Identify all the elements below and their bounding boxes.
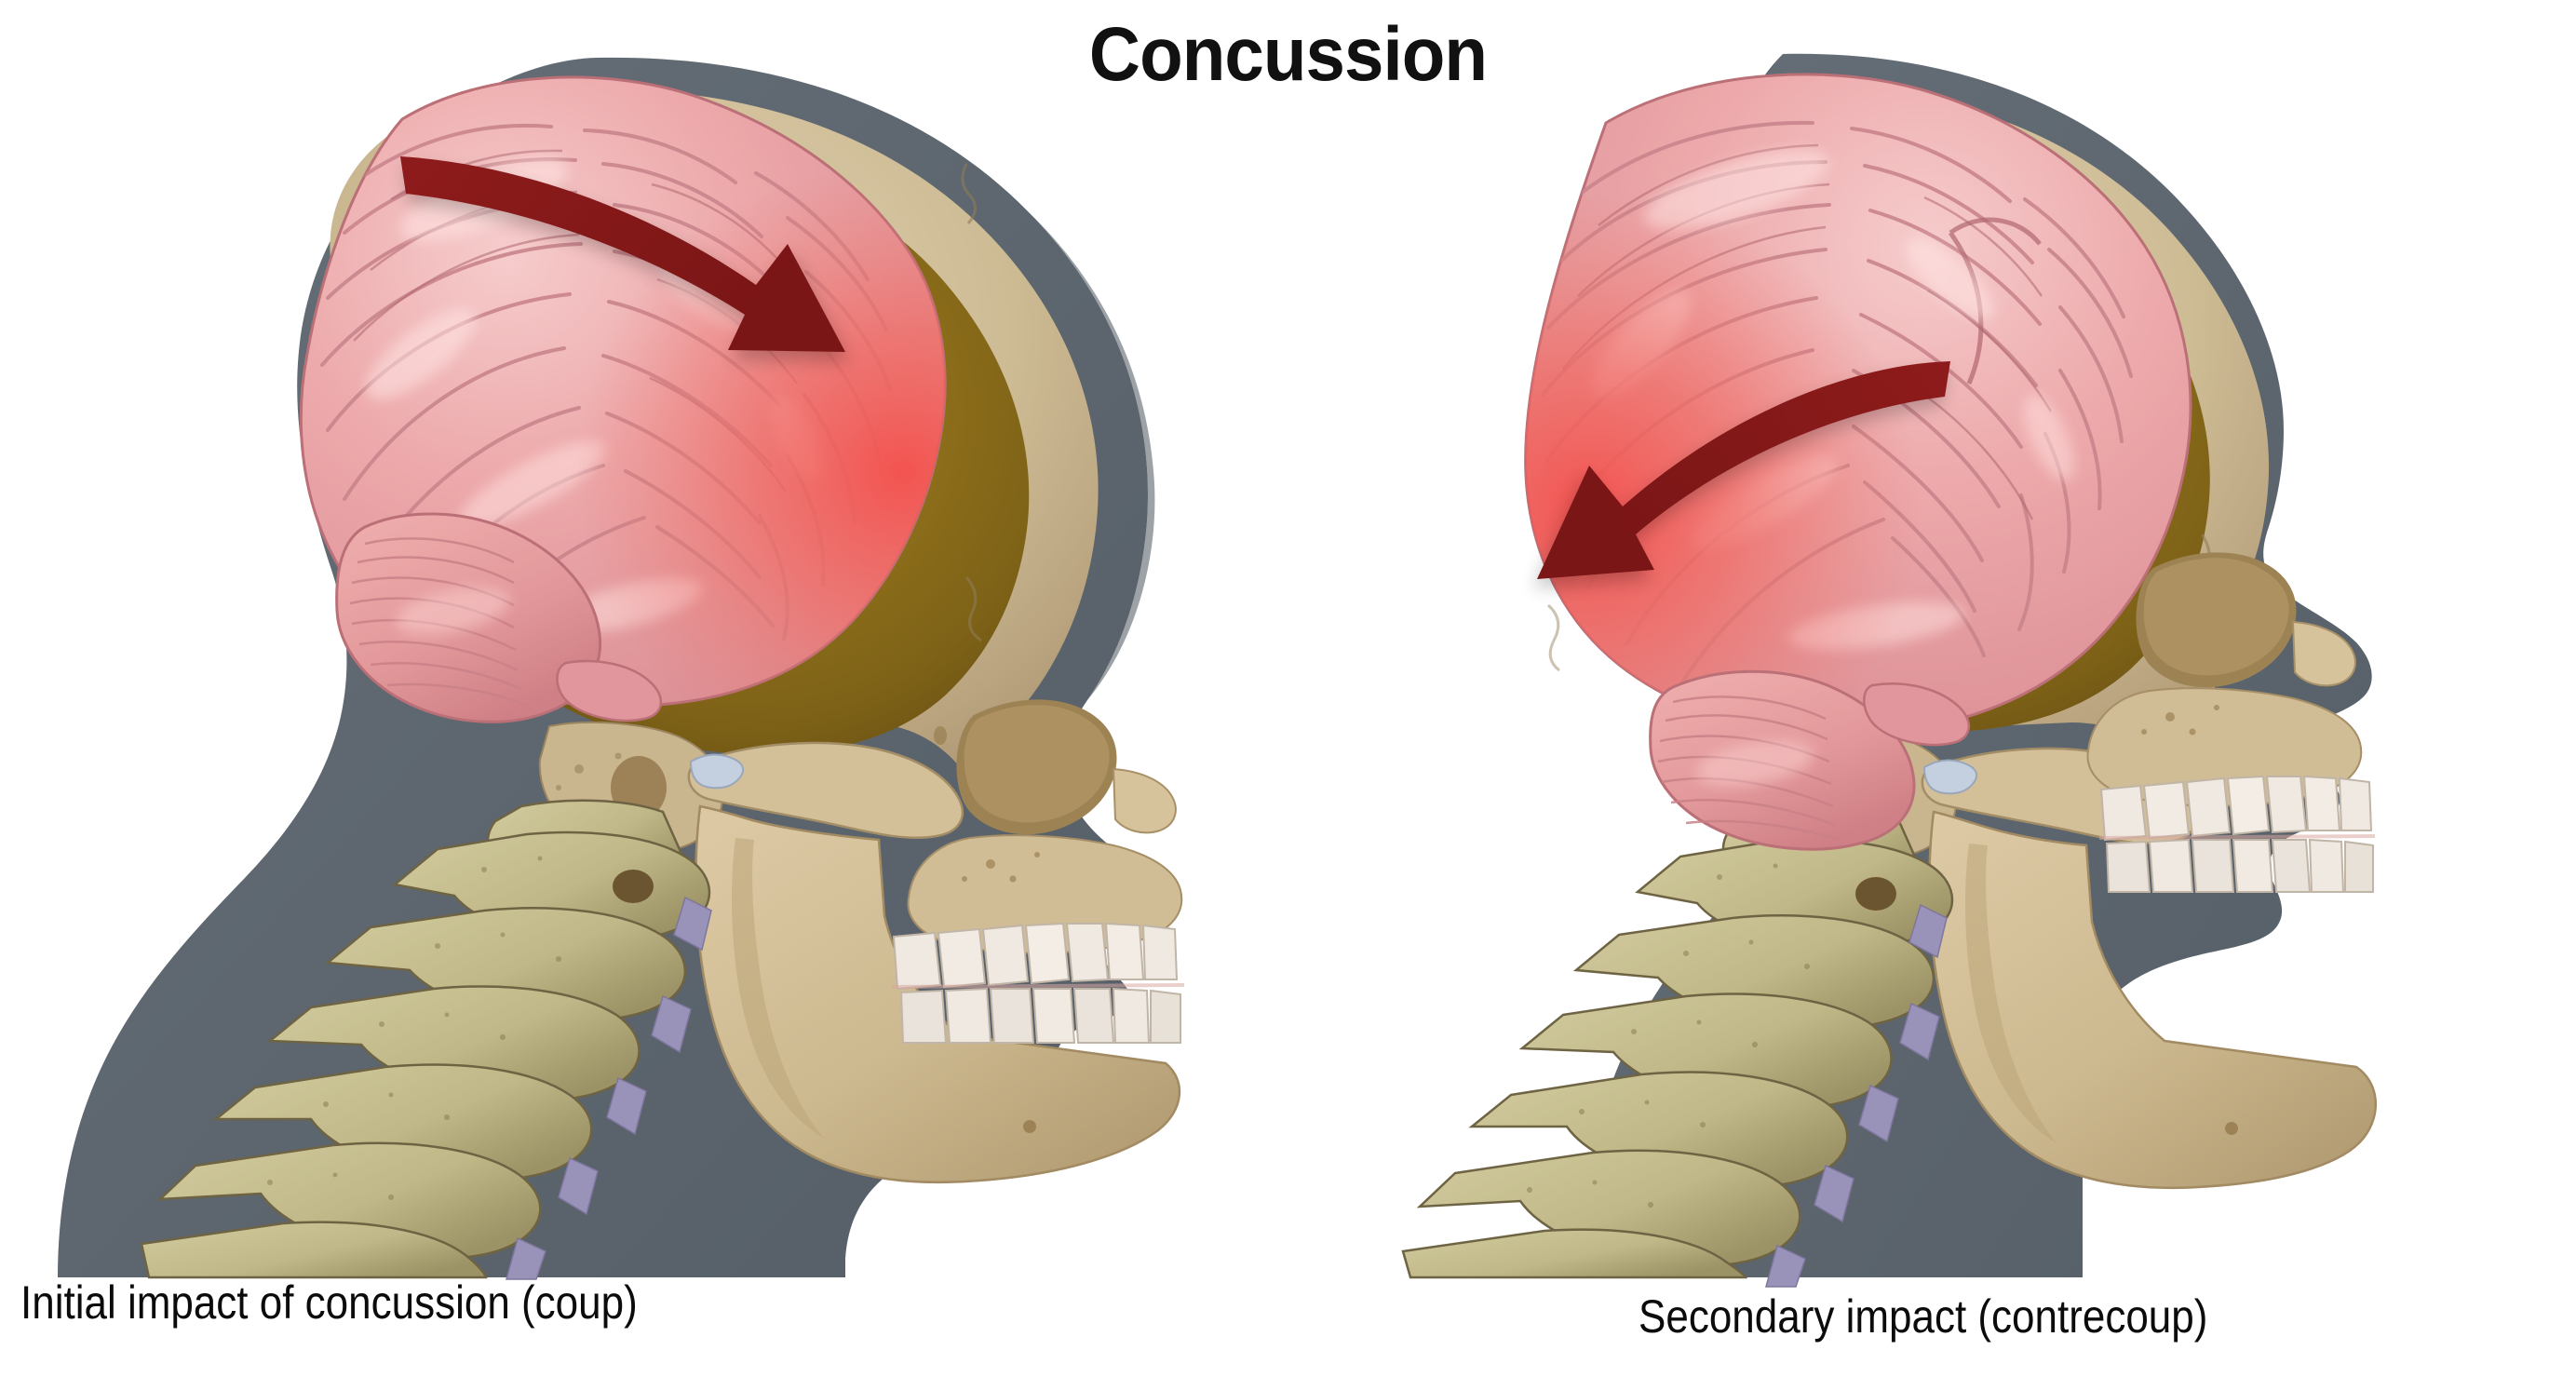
- lower-teeth: [899, 987, 1181, 1044]
- intervertebral-discs: [1765, 903, 1948, 1288]
- nasal-bone: [1112, 767, 1177, 834]
- transverse-foramen-c2: [1855, 877, 1896, 911]
- cerebellum-highlight: [396, 587, 509, 635]
- upper-teeth: [2099, 775, 2373, 842]
- caption-contrecoup: Secondary impact (contrecoup): [1639, 1290, 2208, 1343]
- tmj-disc: [1922, 759, 1978, 795]
- skull-foramina: [934, 726, 1040, 883]
- vertebra-c7: [140, 1221, 488, 1279]
- intervertebral-discs: [506, 896, 712, 1280]
- mandible-ramus-shadow: [1965, 844, 2057, 1143]
- vertebrae-texture: [267, 856, 561, 1200]
- mandible-body: [1928, 810, 2377, 1190]
- nasal-bone: [2291, 620, 2356, 687]
- brain: [299, 75, 947, 723]
- vertebra-c7: [1401, 1228, 1748, 1279]
- cervical-vertebrae: [1401, 806, 1954, 1288]
- upper-teeth: [892, 922, 1179, 991]
- caption-coup: Initial impact of concussion (coup): [20, 1276, 638, 1329]
- vertebrae-texture: [1527, 863, 1810, 1208]
- mandible-body: [695, 804, 1181, 1184]
- lower-teeth: [2105, 838, 2374, 893]
- gum-line: [2098, 834, 2376, 840]
- zygomatic-arch: [687, 741, 964, 840]
- squamous-suture: [964, 576, 982, 642]
- lambdoid-suture: [961, 163, 977, 224]
- orbit-inner: [2143, 558, 2289, 676]
- cervical-vertebrae: [140, 799, 712, 1280]
- teeth: [891, 922, 1185, 1044]
- brainstem: [1863, 682, 1971, 747]
- transverse-foramen-c2: [613, 870, 654, 903]
- mandible-ramus-shadow: [732, 838, 823, 1138]
- mental-foramen: [1023, 1120, 1036, 1133]
- cerebellum-highlight: [1695, 740, 1814, 787]
- brain-rebound-arrow: [1537, 361, 1950, 579]
- teeth: [2098, 775, 2376, 893]
- panel-coup: [0, 0, 1303, 1294]
- tmj-disc: [689, 753, 745, 790]
- lambdoid-suture: [1546, 603, 1560, 672]
- orbit-inner: [964, 705, 1110, 823]
- mandible: [695, 804, 1181, 1184]
- gum-line: [891, 983, 1185, 989]
- arrow-shape: [1537, 361, 1950, 579]
- mental-foramen: [2225, 1122, 2238, 1135]
- figure-title: Concussion: [1088, 12, 1488, 97]
- brainstem: [556, 659, 663, 722]
- panel-contrecoup: [1299, 0, 2576, 1294]
- brain-motion-arrow: [400, 156, 845, 352]
- arrow-shape: [400, 156, 845, 352]
- mandible: [1928, 810, 2377, 1190]
